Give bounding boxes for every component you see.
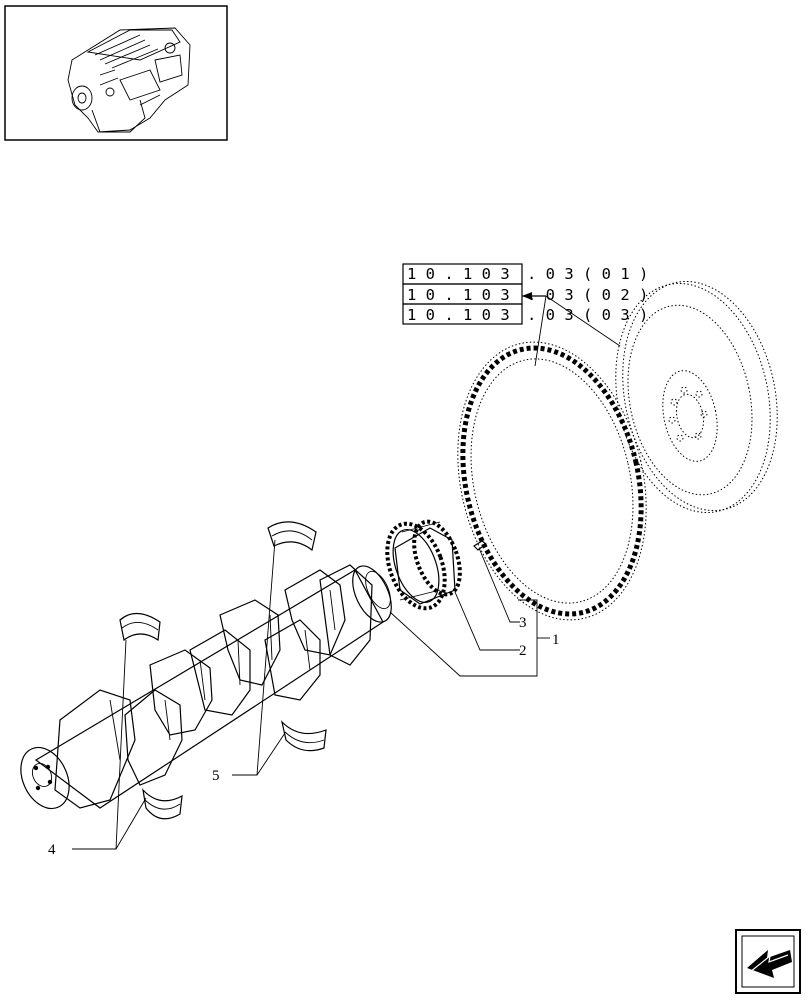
reference-row[interactable]: 1 0 . 1 0 3 . 0 3 ( 0 2 ) (402, 283, 648, 305)
ring-gear (457, 341, 647, 621)
main-bearing-shell (142, 788, 183, 820)
crankshaft-gear (385, 519, 462, 611)
callout-1: 1 (552, 632, 560, 648)
callout-3: 3 (519, 615, 527, 631)
reference-row[interactable]: 1 0 . 1 0 3 . 0 3 ( 0 3 ) (402, 303, 648, 325)
reference-suffix: . 0 3 ( 0 3 ) (527, 306, 648, 324)
callout-leaders (72, 539, 550, 850)
callout-2: 2 (519, 643, 527, 659)
reference-boxed-code: 1 0 . 1 0 3 (407, 286, 510, 304)
woodruff-key (473, 540, 487, 551)
thrust-bearing-shell (280, 720, 327, 752)
thrust-bearing-shell (267, 521, 317, 552)
flywheel (615, 280, 778, 514)
reference-row[interactable]: 1 0 . 1 0 3 . 0 3 ( 0 1 ) (402, 263, 648, 285)
crankshaft (20, 564, 392, 810)
reference-boxed-code: 1 0 . 1 0 3 (407, 306, 510, 324)
reference-suffix: . 0 3 ( 0 1 ) (527, 265, 648, 283)
engine-thumbnail-icon[interactable] (4, 5, 228, 141)
reference-list: 1 0 . 1 0 3 . 0 3 ( 0 1 ) 1 0 . 1 0 3 . … (402, 263, 648, 325)
reference-suffix: . 0 3 ( 0 2 ) (527, 286, 648, 304)
main-bearing-shell (119, 612, 161, 642)
previous-page-arrow-icon[interactable] (735, 929, 801, 994)
callout-5: 5 (212, 768, 220, 784)
reference-leader-lines (522, 292, 621, 367)
callout-4: 4 (48, 842, 56, 858)
reference-boxed-code: 1 0 . 1 0 3 (407, 265, 510, 283)
